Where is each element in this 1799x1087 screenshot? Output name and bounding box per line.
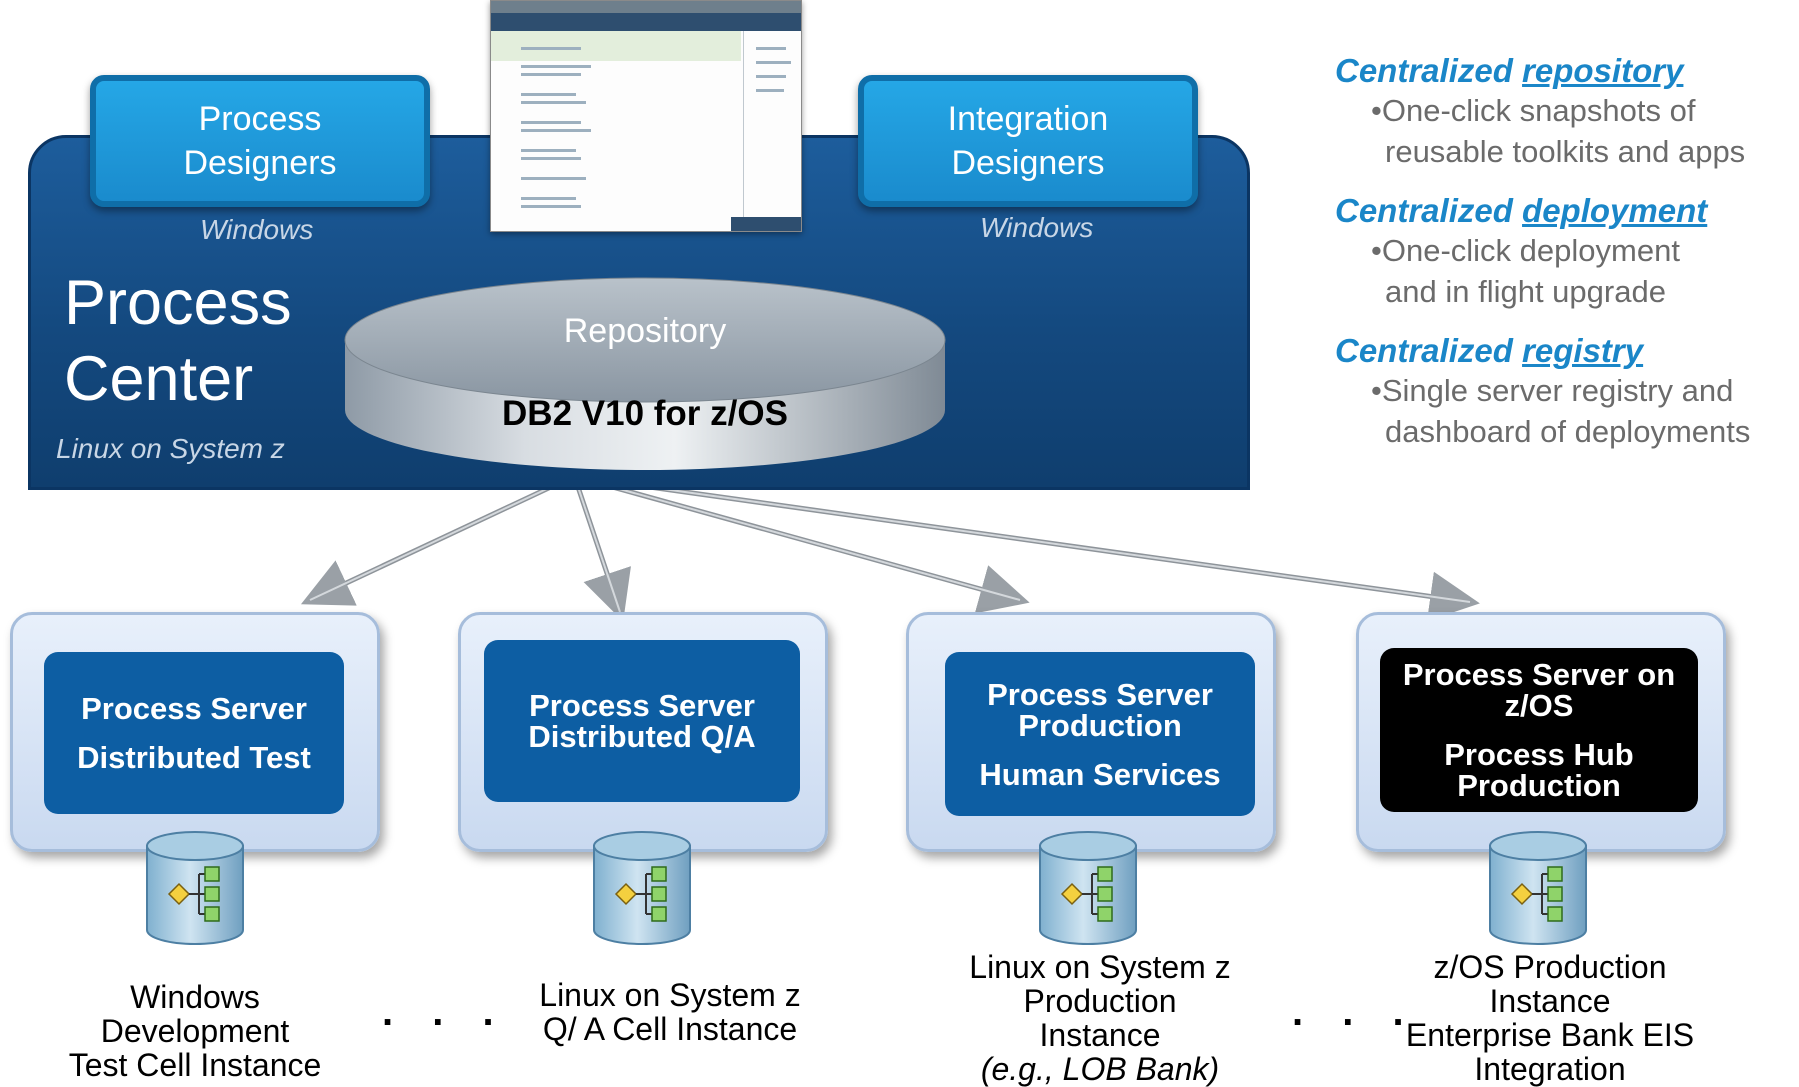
feature-registry: Centralized registry •Single server regi…	[1335, 332, 1751, 449]
caption-production: Linux on System z Production Instance (e…	[969, 949, 1231, 1087]
server-test-box: Process Server Distributed Test	[44, 652, 344, 814]
repository-label: Repository	[563, 312, 727, 350]
process-designers-box: Process Designers	[90, 75, 430, 207]
caption-zos: z/OS Production Instance Enterprise Bank…	[1405, 949, 1695, 1087]
feature-deployment: Centralized deployment •One-click deploy…	[1335, 192, 1708, 309]
server-production-box: Process Server Production Human Services	[945, 652, 1255, 816]
server-zos-box: Process Server on z/OS Process Hub Produ…	[1380, 648, 1698, 812]
integration-designers-os: Windows	[980, 212, 1094, 243]
ellipsis-left: . . .	[382, 990, 508, 1034]
ellipsis-right: . . .	[1292, 990, 1418, 1034]
server-qa-box: Process Server Distributed Q/A	[484, 640, 800, 802]
process-center-screenshot	[490, 0, 802, 232]
repository-database-icon	[344, 277, 946, 470]
process-designers-os: Windows	[200, 214, 314, 245]
features-list: Centralized repository •One-click snapsh…	[1335, 52, 1790, 452]
feature-repository: Centralized repository •One-click snapsh…	[1335, 52, 1746, 169]
caption-test: Windows Development Test Cell Instance	[68, 979, 322, 1083]
process-center-os: Linux on System z	[56, 433, 285, 464]
repository-db-label: DB2 V10 for z/OS	[502, 394, 788, 433]
process-center-title: Process Center	[64, 268, 292, 414]
integration-designers-box: Integration Designers	[858, 75, 1198, 207]
caption-qa: Linux on System z Q/ A Cell Instance	[539, 977, 801, 1047]
